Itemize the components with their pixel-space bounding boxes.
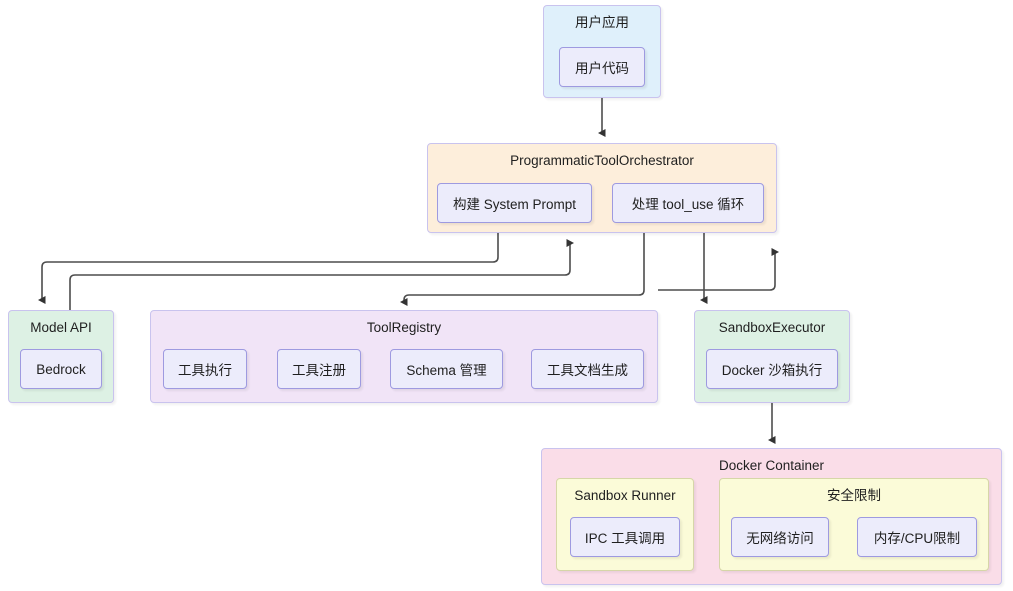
node-build-system-prompt[interactable]: 构建 System Prompt	[437, 183, 592, 223]
node-tool-register[interactable]: 工具注册	[277, 349, 361, 389]
cluster-title-user-app: 用户应用	[575, 15, 629, 30]
cluster-title-security-limits: 安全限制	[827, 488, 881, 503]
cluster-title-model-api: Model API	[30, 320, 92, 335]
node-ipc-tool-call[interactable]: IPC 工具调用	[570, 517, 680, 557]
cluster-title-sandbox-executor: SandboxExecutor	[718, 320, 826, 335]
node-bedrock[interactable]: Bedrock	[20, 349, 102, 389]
node-handle-tool-use-loop[interactable]: 处理 tool_use 循环	[612, 183, 764, 223]
edge-toolloop-toolregistry	[400, 233, 645, 306]
cluster-title-tool-registry: ToolRegistry	[366, 320, 442, 335]
node-user-code[interactable]: 用户代码	[559, 47, 645, 87]
node-schema-manage[interactable]: Schema 管理	[390, 349, 503, 389]
edge-modelapi-orchestrator	[69, 239, 574, 310]
cluster-title-sandbox-runner: Sandbox Runner	[574, 488, 676, 503]
node-docker-sandbox-exec[interactable]: Docker 沙箱执行	[706, 349, 838, 389]
cluster-title-docker-container: Docker Container	[718, 458, 825, 473]
edge-prompt-modelapi	[38, 233, 499, 304]
node-tool-doc-gen[interactable]: 工具文档生成	[531, 349, 644, 389]
node-mem-cpu-limit[interactable]: 内存/CPU限制	[857, 517, 977, 557]
edge-toolregistry-orchestrator	[658, 248, 779, 291]
cluster-title-orchestrator: ProgrammaticToolOrchestrator	[510, 153, 694, 168]
node-no-network[interactable]: 无网络访问	[731, 517, 829, 557]
node-tool-exec[interactable]: 工具执行	[163, 349, 247, 389]
